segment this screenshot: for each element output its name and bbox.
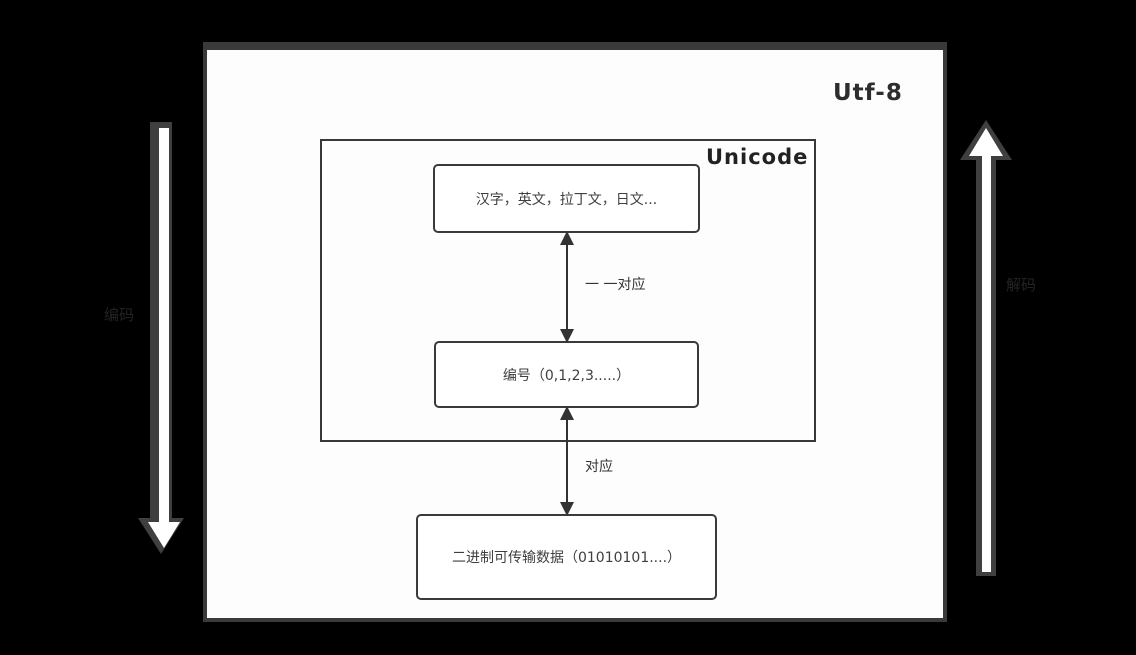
one-to-one-label: 一 一对应 — [585, 277, 646, 293]
down-block-arrow — [138, 122, 184, 554]
node-binary: 二进制可传输数据（01010101....） — [416, 514, 717, 600]
node-numbers: 编号（0,1,2,3.....） — [434, 341, 699, 408]
correspond-label: 对应 — [585, 459, 613, 475]
node-characters: 汉字，英文，拉丁文，日文... — [433, 164, 700, 233]
double-arrow-connector-bottom — [560, 406, 574, 516]
encode-label: 编码 — [104, 306, 135, 324]
decode-label: 解码 — [1006, 276, 1037, 294]
double-arrow-connector-top — [560, 231, 574, 343]
utf8-title: Utf-8 — [833, 80, 903, 106]
unicode-title: Unicode — [706, 145, 809, 169]
up-block-arrow — [960, 120, 1012, 576]
